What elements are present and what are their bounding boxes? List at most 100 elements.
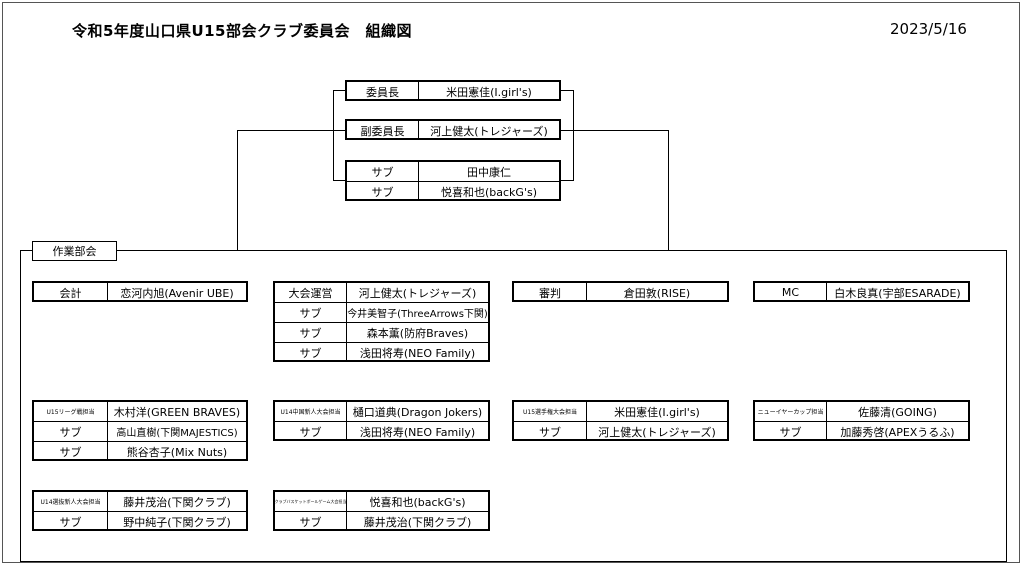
chair-role: 委員長 <box>347 82 419 101</box>
name-cell: 悦喜和也(backG's) <box>369 495 466 509</box>
role-cell: 会計 <box>34 283 108 302</box>
u15-league-table: U15リーグ戦担当 木村洋(GREEN BRAVES) サブ 高山直樹(下関MA… <box>32 400 248 461</box>
role-cell: サブ <box>34 442 108 461</box>
sub-role: サブ <box>347 182 419 201</box>
table-row: サブ 浅田将寿(NEO Family) <box>275 421 488 441</box>
table-row: 審判 倉田敦(RISE) <box>514 283 727 302</box>
role-cell: サブ <box>514 422 587 441</box>
table-row: サブ 野中純子(下関クラブ) <box>34 511 246 531</box>
u14-selection-table: U14選抜新人大会担当 藤井茂治(下関クラブ) サブ 野中純子(下関クラブ) <box>32 490 248 531</box>
table-row: 会計 恋河内旭(Avenir UBE) <box>34 283 246 302</box>
name-cell: 倉田敦(RISE) <box>623 286 691 300</box>
role-cell: サブ <box>755 422 827 441</box>
table-row: クラブバスケットボールゲーム大会担当 悦喜和也(backG's) <box>275 492 488 511</box>
chair-row: 委員長 米田憲佳(I.girl's) <box>347 82 559 101</box>
name-cell: 河上健太(トレジャーズ) <box>598 425 716 439</box>
table-row: ニューイヤーカップ担当 佐藤清(GOING) <box>755 402 968 421</box>
name-cell: 木村洋(GREEN BRAVES) <box>113 405 241 419</box>
vice-chair-table: 副委員長 河上健太(トレジャーズ) <box>345 119 561 140</box>
chair-name: 米田憲佳(I.girl's) <box>446 85 532 99</box>
table-row: U14中国新人大会担当 樋口道典(Dragon Jokers) <box>275 402 488 421</box>
name-cell: 藤井茂治(下関クラブ) <box>123 495 231 509</box>
name-cell: 浅田将寿(NEO Family) <box>359 346 476 360</box>
connector-line <box>333 90 346 91</box>
name-cell: 樋口道典(Dragon Jokers) <box>352 405 483 419</box>
role-cell: U14中国新人大会担当 <box>275 402 347 421</box>
name-cell: 河上健太(トレジャーズ) <box>358 286 477 300</box>
table-row: U15選手権大会担当 米田憲佳(I.girl's) <box>514 402 727 421</box>
work-group-box <box>20 250 1007 562</box>
referee-table: 審判 倉田敦(RISE) <box>512 281 729 302</box>
table-row: サブ 熊谷杏子(Mix Nuts) <box>34 441 246 461</box>
table-row: U14選抜新人大会担当 藤井茂治(下関クラブ) <box>34 492 246 511</box>
name-cell: 米田憲佳(I.girl's) <box>614 405 700 419</box>
role-cell: サブ <box>275 303 347 322</box>
table-row: サブ 河上健太(トレジャーズ) <box>514 421 727 441</box>
name-cell: 恋河内旭(Avenir UBE) <box>120 286 234 300</box>
sub-role: サブ <box>347 162 419 181</box>
name-cell: 今井美智子(ThreeArrows下関) <box>347 309 488 320</box>
new-year-cup-table: ニューイヤーカップ担当 佐藤清(GOING) サブ 加藤秀啓(APEXうるふ) <box>753 400 970 441</box>
connector-line <box>237 130 346 131</box>
role-cell: サブ <box>275 323 347 342</box>
table-row: サブ 高山直樹(下関MAJESTICS) <box>34 421 246 441</box>
role-cell: U15リーグ戦担当 <box>34 402 108 421</box>
sub-name: 田中康仁 <box>467 165 511 179</box>
connector-line <box>560 90 574 91</box>
name-cell: 熊谷杏子(Mix Nuts) <box>126 445 228 459</box>
name-cell: 野中純子(下関クラブ) <box>123 515 231 529</box>
role-cell: サブ <box>34 422 108 441</box>
connector-line <box>560 180 574 181</box>
vice-chair-row: 副委員長 河上健太(トレジャーズ) <box>347 121 559 140</box>
table-row: サブ 悦喜和也(backG's) <box>347 181 559 201</box>
u15-championship-table: U15選手権大会担当 米田憲佳(I.girl's) サブ 河上健太(トレジャーズ… <box>512 400 729 441</box>
role-cell: サブ <box>275 512 347 531</box>
name-cell: 森本薫(防府Braves) <box>366 326 469 340</box>
role-cell: U14選抜新人大会担当 <box>34 492 108 511</box>
table-row: MC 白木良真(宇部ESARADE) <box>755 283 968 302</box>
role-cell: U15選手権大会担当 <box>514 402 587 421</box>
accounting-table: 会計 恋河内旭(Avenir UBE) <box>32 281 248 302</box>
role-cell: ニューイヤーカップ担当 <box>755 402 827 421</box>
connector-line <box>573 90 574 180</box>
role-cell: クラブバスケットボールゲーム大会担当 <box>275 492 347 511</box>
table-row: サブ 田中康仁 <box>347 162 559 181</box>
name-cell: 白木良真(宇部ESARADE) <box>834 286 961 300</box>
connector-line <box>668 130 669 250</box>
role-cell: サブ <box>275 422 347 441</box>
connector-line <box>333 90 334 180</box>
table-row: サブ 森本薫(防府Braves) <box>275 322 488 342</box>
work-group-label: 作業部会 <box>32 241 117 261</box>
name-cell: 浅田将寿(NEO Family) <box>359 425 476 439</box>
connector-line <box>333 180 346 181</box>
table-row: 大会運営 河上健太(トレジャーズ) <box>275 283 488 302</box>
table-row: U15リーグ戦担当 木村洋(GREEN BRAVES) <box>34 402 246 421</box>
role-cell: サブ <box>275 343 347 362</box>
name-cell: 佐藤清(GOING) <box>858 405 937 419</box>
tournament-ops-table: 大会運営 河上健太(トレジャーズ) サブ 今井美智子(ThreeArrows下関… <box>273 281 490 362</box>
name-cell: 高山直樹(下関MAJESTICS) <box>116 428 238 439</box>
table-row: サブ 今井美智子(ThreeArrows下関) <box>275 302 488 322</box>
date-label: 2023/5/16 <box>890 20 967 38</box>
connector-line <box>560 130 669 131</box>
u14-chugoku-table: U14中国新人大会担当 樋口道典(Dragon Jokers) サブ 浅田将寿(… <box>273 400 490 441</box>
table-row: サブ 藤井茂治(下関クラブ) <box>275 511 488 531</box>
name-cell: 加藤秀啓(APEXうるふ) <box>840 425 955 439</box>
role-cell: サブ <box>34 512 108 531</box>
page-title: 令和5年度山口県U15部会クラブ委員会 組織図 <box>72 22 412 40</box>
role-cell: 大会運営 <box>275 283 347 302</box>
sub-name: 悦喜和也(backG's) <box>440 185 537 199</box>
club-game-table: クラブバスケットボールゲーム大会担当 悦喜和也(backG's) サブ 藤井茂治… <box>273 490 490 531</box>
role-cell: 審判 <box>514 283 587 302</box>
name-cell: 藤井茂治(下関クラブ) <box>363 515 472 529</box>
connector-line <box>237 130 238 250</box>
mc-table: MC 白木良真(宇部ESARADE) <box>753 281 970 302</box>
table-row: サブ 加藤秀啓(APEXうるふ) <box>755 421 968 441</box>
leadership-subs-table: サブ 田中康仁 サブ 悦喜和也(backG's) <box>345 160 561 201</box>
role-cell: MC <box>755 283 827 302</box>
chair-table: 委員長 米田憲佳(I.girl's) <box>345 80 561 101</box>
vice-chair-role: 副委員長 <box>347 121 419 140</box>
table-row: サブ 浅田将寿(NEO Family) <box>275 342 488 362</box>
vice-chair-name: 河上健太(トレジャーズ) <box>430 124 548 138</box>
